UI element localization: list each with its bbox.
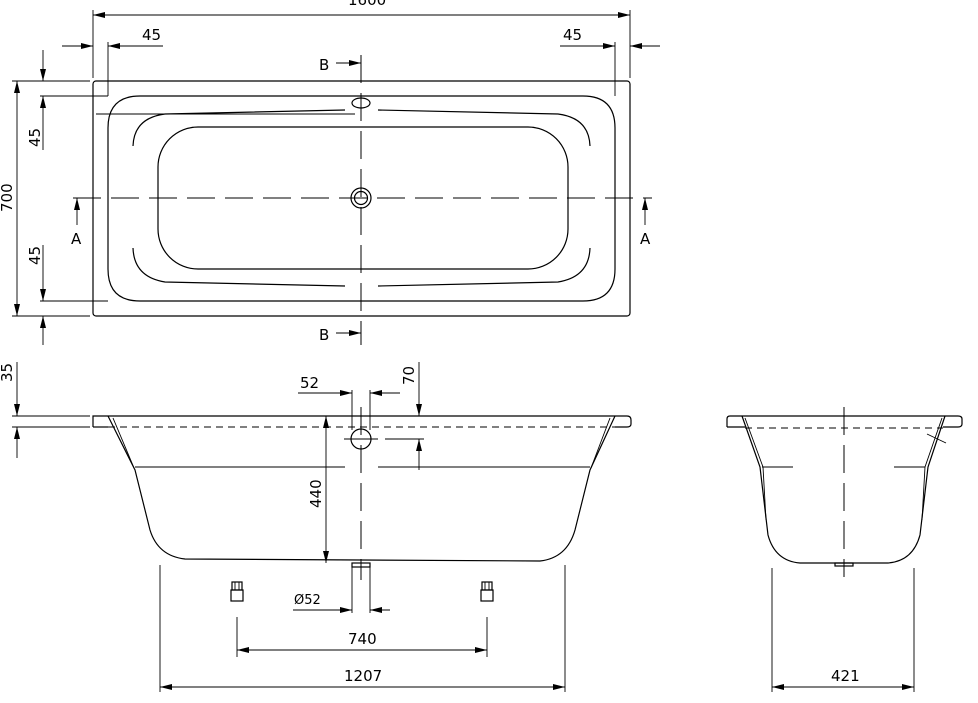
section-a-left: A <box>71 230 82 248</box>
dim-overall-width: 700 <box>0 183 16 212</box>
basin-middle-contour <box>132 109 591 287</box>
dim-overall-length: 1600 <box>348 0 386 9</box>
drain-outer <box>350 187 372 209</box>
dim-overflow-diameter: 52 <box>300 374 319 392</box>
side-wall-inner-line <box>112 417 611 469</box>
dim-feet-spacing: 740 <box>348 630 377 648</box>
overflow-hole <box>351 97 371 109</box>
drain-side <box>351 562 371 568</box>
section-b-bottom: B <box>319 326 329 344</box>
dim-drain-diameter: Ø52 <box>294 593 321 608</box>
end-rim <box>726 415 963 428</box>
dim-base-width: 421 <box>831 667 860 685</box>
section-tick <box>926 433 947 444</box>
foot-left <box>230 581 244 602</box>
dim-depth: 440 <box>307 479 325 508</box>
foot-right <box>480 581 494 602</box>
drain-end <box>834 562 854 567</box>
end-view: 421 <box>726 407 963 692</box>
dim-rim-top: 45 <box>26 128 44 147</box>
basin-edge <box>107 95 616 302</box>
side-rim <box>92 415 632 428</box>
top-view: 1600 45 45 700 45 45 A A B B <box>0 0 660 345</box>
drain-inner <box>353 190 369 206</box>
side-profile <box>107 415 616 562</box>
section-b-top: B <box>319 56 329 74</box>
dim-rim-left: 45 <box>142 26 161 44</box>
dim-rim-thickness: 35 <box>0 363 16 382</box>
dim-rim-right: 45 <box>563 26 582 44</box>
dim-base-length: 1207 <box>344 667 382 685</box>
side-view: 35 52 70 440 Ø52 7 <box>0 362 632 692</box>
section-a-right: A <box>640 230 651 248</box>
dim-rim-bottom: 45 <box>26 246 44 265</box>
dim-overflow-height: 70 <box>400 366 418 385</box>
